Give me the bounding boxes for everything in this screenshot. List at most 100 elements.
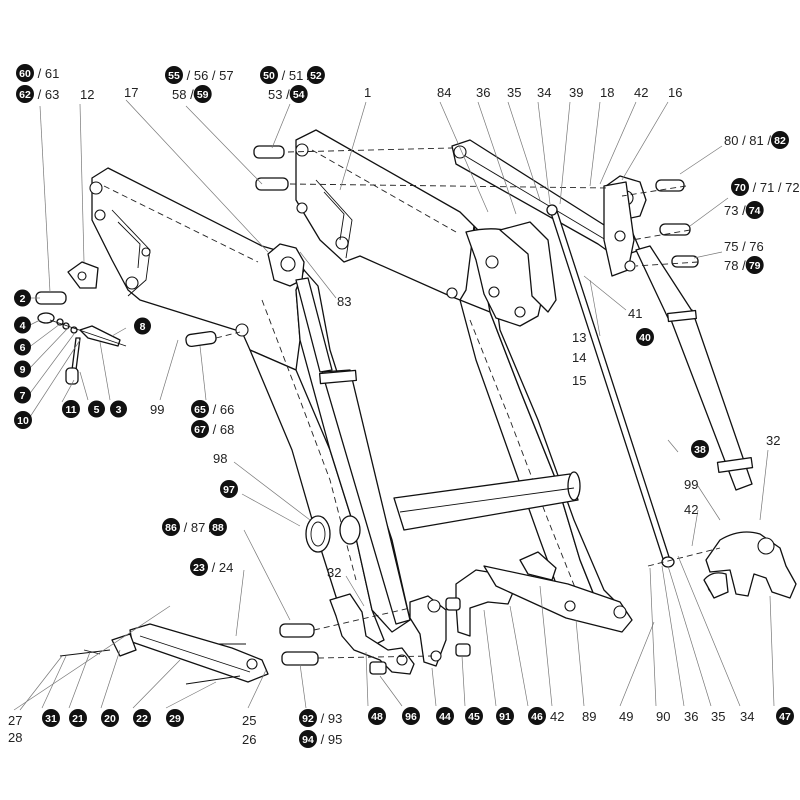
callout-l92: 92 / 93 <box>299 709 342 727</box>
callout-badge <box>14 316 31 334</box>
callout-number-bold: 11 <box>65 404 76 416</box>
callout-number-bold: 67 <box>194 424 206 436</box>
callout-badge <box>16 85 34 103</box>
callout-number: 27 <box>8 713 22 728</box>
callout-badge <box>16 64 34 82</box>
leader-lines <box>13 99 775 711</box>
callout-l65: 65 / 66 <box>191 400 234 418</box>
callout-l80: 80 / 81 / 82 <box>724 131 789 149</box>
callout-l17: 17 <box>124 85 138 100</box>
callout-badge <box>62 400 80 418</box>
callout-number: 89 <box>582 709 596 724</box>
callout-number-bold: 45 <box>468 711 480 723</box>
callout-badge <box>208 518 227 536</box>
callout-l58: 58 / 59 <box>172 85 212 103</box>
callout-l7: 7 <box>14 386 31 404</box>
callout-number: 26 <box>242 732 256 747</box>
lower-left-linkage <box>329 593 447 675</box>
right-arm-pivot-hole <box>295 143 309 157</box>
callout-badge <box>14 386 31 404</box>
callout-number: 90 <box>656 709 670 724</box>
alignment-lines <box>215 147 721 659</box>
right-loader-arm <box>295 129 623 621</box>
callout-badge <box>165 66 183 84</box>
callout-number: 32 <box>327 565 341 580</box>
callout-badge <box>770 131 789 149</box>
callout-l44: 44 <box>436 707 454 725</box>
callout-l15: 15 <box>572 373 586 388</box>
callout-l48: 48 <box>368 707 386 725</box>
callout-badge <box>402 707 420 725</box>
lower-bracket-plate <box>111 623 269 683</box>
callout-l6: 6 <box>14 338 31 356</box>
callout-badge <box>528 707 546 725</box>
callout-number-bold: 9 <box>20 364 26 376</box>
callout-number: 34 <box>740 709 754 724</box>
callout-number: 53 / <box>268 87 293 102</box>
callout-l34b: 34 <box>740 709 754 724</box>
callout-number: / 71 / 72 <box>749 180 800 195</box>
callout-l16: 16 <box>668 85 682 100</box>
callout-number-bold: 38 <box>694 444 706 456</box>
left-small-parts <box>37 261 127 385</box>
callout-l4: 4 <box>14 316 31 334</box>
callout-l91: 91 <box>496 707 514 725</box>
callout-number: / 68 <box>209 422 234 437</box>
callout-number-bold: 21 <box>72 713 84 725</box>
callout-number-bold: 23 <box>193 562 205 574</box>
callout-l11: 11 <box>62 400 80 418</box>
callout-l9: 9 <box>14 360 31 378</box>
callout-number: 75 / 76 <box>724 239 764 254</box>
callout-number: / 61 <box>34 66 59 81</box>
callout-badge <box>220 480 238 498</box>
cross-tube <box>393 471 581 531</box>
callout-number: 14 <box>572 350 586 365</box>
callout-badge <box>465 707 483 725</box>
callout-number: 42 <box>684 502 698 517</box>
callout-number: 83 <box>337 294 351 309</box>
callout-l28: 28 <box>8 730 22 745</box>
callout-l53: 53 / 54 <box>268 85 308 103</box>
callout-number-bold: 3 <box>116 404 122 416</box>
callout-badge <box>101 709 119 727</box>
callout-l41: 41 <box>628 306 642 321</box>
callout-number-bold: 47 <box>779 711 791 723</box>
callout-l42b: 42 <box>684 502 698 517</box>
callout-number: 78 / <box>724 258 749 273</box>
callout-number-bold: 44 <box>439 711 451 723</box>
callout-number: / 63 <box>34 87 59 102</box>
callout-badge <box>69 709 87 727</box>
callout-badge <box>191 420 209 438</box>
callout-l75: 75 / 76 <box>724 239 764 254</box>
callout-number: 1 <box>364 85 371 100</box>
callout-l42c: 42 <box>550 709 564 724</box>
callout-l36a: 36 <box>476 85 490 100</box>
callout-number: 34 <box>537 85 551 100</box>
callout-number-bold: 7 <box>20 390 26 402</box>
callout-l46: 46 <box>528 707 546 725</box>
callout-l39: 39 <box>569 85 583 100</box>
callout-l32b: 32 <box>327 565 341 580</box>
callout-l55: 55 / 56 / 57 <box>165 66 234 84</box>
callout-l96: 96 <box>402 707 420 725</box>
callout-l8: 8 <box>134 317 151 335</box>
parallel-link-rod <box>546 204 675 568</box>
callout-badge <box>496 707 514 725</box>
bottom-left-fasteners <box>59 643 246 685</box>
callout-number-bold: 50 <box>263 70 275 82</box>
callout-number-bold: 5 <box>94 404 100 416</box>
callout-l2: 2 <box>14 289 31 307</box>
callout-badge <box>368 707 386 725</box>
callout-number: 13 <box>572 330 586 345</box>
callout-number: 41 <box>628 306 642 321</box>
callout-badge <box>745 256 764 274</box>
pins-and-bushings <box>35 145 699 675</box>
callout-badge <box>14 338 31 356</box>
callout-number-bold: 6 <box>20 342 26 354</box>
callout-number-bold: 40 <box>639 332 651 344</box>
callout-number: 80 / 81 / <box>724 133 775 148</box>
callout-number: 32 <box>766 433 780 448</box>
callout-number-bold: 70 <box>734 182 746 194</box>
